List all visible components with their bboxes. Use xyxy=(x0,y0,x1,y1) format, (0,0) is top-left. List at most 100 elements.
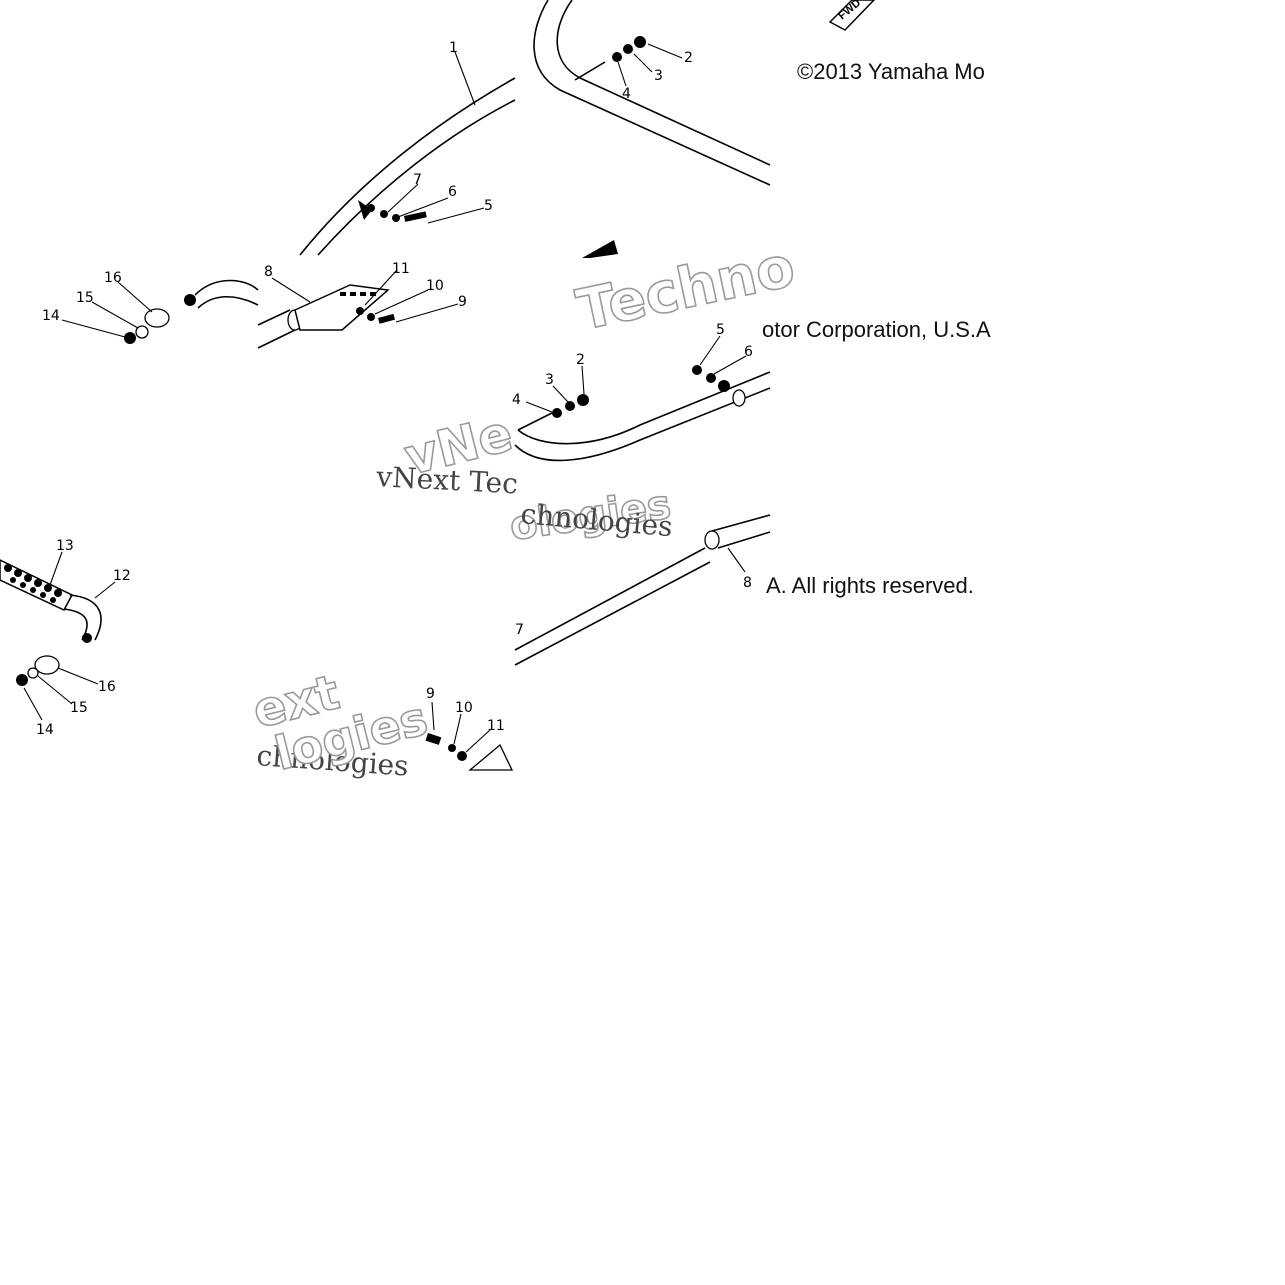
nut-7 xyxy=(367,204,375,212)
callout-4-lower: 4 xyxy=(512,392,521,408)
washer-4 xyxy=(612,52,622,62)
washer-10-lower xyxy=(448,744,456,752)
callout-16: 16 xyxy=(104,270,122,286)
handle-stud-end xyxy=(82,633,92,643)
washer-15-lower xyxy=(27,667,39,679)
leader-10 xyxy=(374,289,429,315)
copyright-line-1: ©2013 Yamaha Mo xyxy=(797,59,985,84)
frame-tube-outer xyxy=(299,77,516,256)
bumper-outer xyxy=(533,0,771,186)
nut-11-lower xyxy=(457,751,467,761)
callout-11-lower: 11 xyxy=(487,718,505,734)
leader-8-lower xyxy=(727,547,746,573)
sleeve-ribs xyxy=(340,292,376,296)
callout-16-lower: 16 xyxy=(98,679,116,695)
washer-3 xyxy=(623,44,633,54)
tile-handle-left-mid: 16 15 14 xyxy=(42,270,259,344)
leader-2 xyxy=(647,43,683,59)
leader-5 xyxy=(427,207,485,224)
fwd-small-icon xyxy=(582,240,618,258)
leader-5-lower xyxy=(699,335,721,366)
callout-14-lower: 14 xyxy=(36,722,54,738)
leader-3 xyxy=(633,53,653,73)
leader-11 xyxy=(364,269,398,306)
sleeve-8-lower-end xyxy=(704,530,720,550)
leader-13 xyxy=(49,551,63,586)
callout-13: 13 xyxy=(56,538,74,554)
leader-1 xyxy=(454,51,476,106)
stud-lower xyxy=(517,412,553,431)
copyright-line-2: otor Corporation, U.S.A xyxy=(762,317,991,342)
washer-16-lower xyxy=(34,655,60,675)
leader-6-lower xyxy=(713,355,747,375)
leader-14 xyxy=(61,319,126,338)
tile-bumper-right-mid: 5 6 2 3 4 otor Corporation, U.S.A xyxy=(512,240,991,462)
handle-tube-outer xyxy=(194,279,259,296)
leader-15-lower xyxy=(37,675,73,705)
leader-2-lower xyxy=(581,365,585,395)
callout-14: 14 xyxy=(42,308,60,324)
washer-5 xyxy=(392,214,400,222)
washer-6 xyxy=(380,210,388,218)
callout-10: 10 xyxy=(426,278,444,294)
washer-16 xyxy=(144,308,170,328)
nut-lower xyxy=(718,380,730,392)
leader-3-lower xyxy=(552,385,569,403)
callout-15-lower: 15 xyxy=(70,700,88,716)
callout-2-lower: 2 xyxy=(576,352,585,368)
leader-9-lower xyxy=(431,701,435,731)
callout-1: 1 xyxy=(449,40,458,56)
sleeve-top xyxy=(711,514,771,532)
nut-2-lower xyxy=(577,394,589,406)
leader-16 xyxy=(117,281,153,313)
callout-7: 7 xyxy=(413,172,422,188)
callout-5-lower: 5 xyxy=(716,322,725,338)
leader-15 xyxy=(91,301,139,329)
tube-right-inner xyxy=(514,561,711,666)
callout-7-lower: 7 xyxy=(515,622,524,638)
callout-15: 15 xyxy=(76,290,94,306)
washer-4-lower xyxy=(552,408,562,418)
tile-tube-right-lower: 8 7 A. All rights reserved. xyxy=(514,514,974,666)
callout-3-lower: 3 xyxy=(545,372,554,388)
handle-tube-inner xyxy=(197,296,259,309)
leader-12 xyxy=(94,581,116,599)
leader-9 xyxy=(395,303,459,323)
bumper-lower-inner xyxy=(517,371,771,445)
sleeve-8 xyxy=(294,284,390,331)
callout-11: 11 xyxy=(392,261,410,277)
leader-8 xyxy=(271,277,311,303)
frame-tube-inner xyxy=(317,99,516,256)
callout-9: 9 xyxy=(458,294,467,310)
washer-15 xyxy=(135,325,149,339)
watermark-ologies: ologies xyxy=(507,482,674,550)
callout-2: 2 xyxy=(684,50,693,66)
bumper-lower-outer xyxy=(514,387,771,462)
grip-texture xyxy=(4,564,62,603)
leader-6 xyxy=(397,197,449,218)
leader-10-lower xyxy=(453,713,462,745)
callout-6-lower: 6 xyxy=(744,344,753,360)
tile-bolt-bottom-center: 9 10 11 xyxy=(425,686,514,771)
callout-5: 5 xyxy=(484,198,493,214)
copyright-line-3: A. All rights reserved. xyxy=(766,573,974,598)
tube-left-outer xyxy=(257,309,291,326)
tube-right-outer xyxy=(514,547,706,651)
tile-grip-left-lower: 13 12 16 15 14 xyxy=(0,538,131,738)
tile-frame-upper-left: 1 7 6 5 xyxy=(299,40,516,256)
washer-10 xyxy=(367,313,375,321)
bolt-5 xyxy=(404,211,427,222)
callout-4: 4 xyxy=(622,86,631,102)
sleeve-bottom-end xyxy=(468,743,514,771)
leader-4-lower xyxy=(525,401,553,413)
leader-11-lower xyxy=(465,729,491,753)
leader-7 xyxy=(387,183,419,213)
tile-bumper-upper-right: 2 3 4 FWD ©2013 Yamaha Mo xyxy=(533,0,985,186)
tube-left-inner xyxy=(257,329,296,349)
washer-6-lower xyxy=(706,373,716,383)
callout-9-lower: 9 xyxy=(426,686,435,702)
bolt-9 xyxy=(378,313,396,324)
nut-14-lower xyxy=(16,674,28,686)
callout-10-lower: 10 xyxy=(455,700,473,716)
